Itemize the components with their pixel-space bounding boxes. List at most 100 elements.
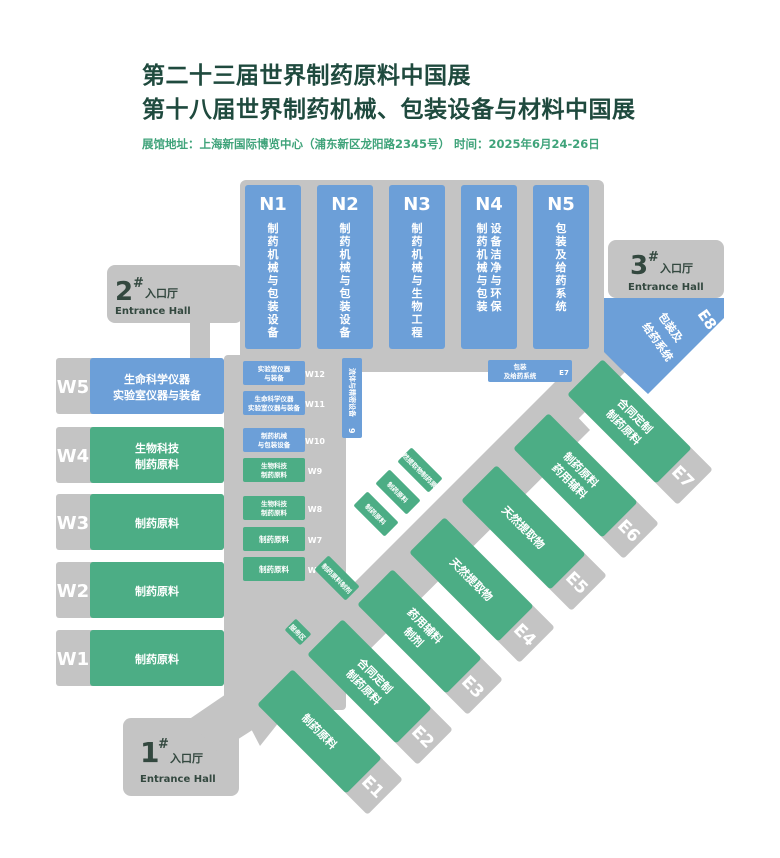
hall-w5-code: W5 — [57, 377, 89, 398]
hall-w7[interactable]: W7 制药原料 — [243, 527, 322, 551]
entrance-3-en: Entrance Hall — [628, 282, 704, 293]
hall-n4-char: 净 — [491, 260, 502, 274]
hall-n4-char: 制 — [477, 221, 488, 235]
hall-w6[interactable]: W6 制药原料 — [243, 557, 323, 581]
exhibition-title-line-1: 第二十三届世界制药原料中国展 — [142, 63, 471, 89]
hall-w2-line1: 制药原料 — [135, 584, 179, 598]
entrance-3-label: 入口厅 — [660, 262, 693, 275]
entrance-2[interactable]: 2 # 入口厅 Entrance Hall — [115, 276, 191, 317]
hall-n3-char: 械 — [412, 260, 423, 274]
hall-w7-line1: 制药原料 — [259, 534, 289, 544]
hall-n4-code: N4 — [475, 194, 503, 215]
entrance-1-number: 1 — [140, 736, 159, 769]
hall-w4-line2: 制药原料 — [135, 457, 179, 471]
hall-e7-small-packaging[interactable]: 包装 及给药系统 E7 — [488, 360, 572, 382]
hall-n2-char: 装 — [339, 299, 351, 313]
hall-n5-char: 包 — [555, 221, 567, 235]
hall-n1-char: 设 — [268, 312, 280, 326]
hall-e1-1[interactable]: 服务区 — [285, 619, 312, 646]
hall-w4-line1: 生物科技 — [135, 441, 180, 455]
hall-n3-char: 制 — [412, 221, 423, 235]
hall-n2-char: 与 — [340, 274, 351, 287]
hall-n2-char: 备 — [339, 325, 352, 339]
hall-w1-line1: 制药原料 — [135, 652, 179, 666]
exhibition-title-line-2: 第十八届世界制药机械、包装设备与材料中国展 — [142, 97, 636, 123]
hall-e7-small-code: E7 — [559, 369, 569, 377]
hall-e7-small-line1: 包装 — [514, 362, 528, 371]
hall-w10-code: W10 — [305, 437, 325, 446]
hall-w6-line1: 制药原料 — [259, 564, 289, 574]
hall-n2-char: 机 — [340, 247, 351, 261]
hall-n5-char: 及 — [556, 248, 568, 261]
hall-n2-code: N2 — [331, 194, 359, 215]
hall-w12-code: W12 — [305, 370, 325, 379]
hall-n4-char: 保 — [490, 299, 503, 313]
hall-n4-char: 洁 — [491, 247, 502, 261]
entrance-2-en: Entrance Hall — [115, 306, 191, 317]
hall-w9-fluid[interactable]: 流体与精密设备 9 — [342, 358, 362, 438]
hall-n5-char: 给 — [556, 260, 567, 274]
hall-n4-char: 药 — [477, 234, 488, 248]
hall-w1-code: W1 — [57, 649, 89, 670]
hall-n4-char: 机 — [477, 247, 488, 261]
hall-n5-char: 统 — [556, 299, 567, 313]
entrance-3-sup: # — [648, 250, 659, 265]
entrance-2-number: 2 — [115, 277, 133, 307]
hall-n3-char: 药 — [412, 234, 423, 248]
hall-e8[interactable]: 包装及 给药系统 E8 — [604, 298, 724, 394]
hall-n3-code: N3 — [403, 194, 431, 215]
hall-n3-char: 机 — [412, 247, 423, 261]
hall-n3-char: 程 — [412, 325, 423, 339]
entrance-3[interactable]: 3 # 入口厅 Entrance Hall — [628, 250, 704, 293]
hall-n2-char: 包 — [339, 286, 351, 300]
hall-n4-char: 与 — [491, 274, 502, 287]
hall-w6-code: W6 — [308, 566, 323, 575]
hall-w10-line2: 与包装设备 — [258, 440, 291, 449]
hall-n1-char: 械 — [268, 260, 279, 274]
hall-n4-char: 设 — [491, 221, 503, 235]
hall-n4-char: 备 — [490, 234, 503, 248]
hall-w2[interactable]: W2 制药原料 — [56, 562, 224, 618]
hall-w12-line1: 实验室仪器 — [258, 364, 291, 373]
hall-w5-line2: 实验室仪器与装备 — [113, 388, 202, 402]
entrance-1-sup: # — [158, 737, 169, 752]
hall-w9-fluid-label: 流体与精密设备 — [348, 368, 357, 418]
hall-n4-char: 环 — [491, 287, 502, 300]
hall-n1-char: 与 — [268, 274, 279, 287]
hall-n1-char: 备 — [267, 325, 280, 339]
hall-n2-char: 药 — [340, 234, 351, 248]
hall-w10-line1: 制药机械 — [261, 431, 288, 440]
hall-w1[interactable]: W1 制药原料 — [56, 630, 224, 686]
hall-w11-code: W11 — [305, 400, 325, 409]
hall-w2-code: W2 — [57, 581, 89, 602]
entrance-1[interactable]: 1 # 入口厅 Entrance Hall — [140, 736, 216, 785]
hall-w11-line1: 生命科学仪器 — [255, 394, 295, 403]
hall-n3-char: 物 — [412, 299, 423, 313]
hall-w8-code: W8 — [308, 505, 323, 514]
hall-n5-code: N5 — [547, 194, 575, 215]
hall-w7-code: W7 — [308, 536, 322, 545]
hall-n5-char: 系 — [556, 286, 567, 300]
hall-w3-line1: 制药原料 — [135, 516, 179, 530]
hall-n1-char: 制 — [268, 221, 279, 235]
